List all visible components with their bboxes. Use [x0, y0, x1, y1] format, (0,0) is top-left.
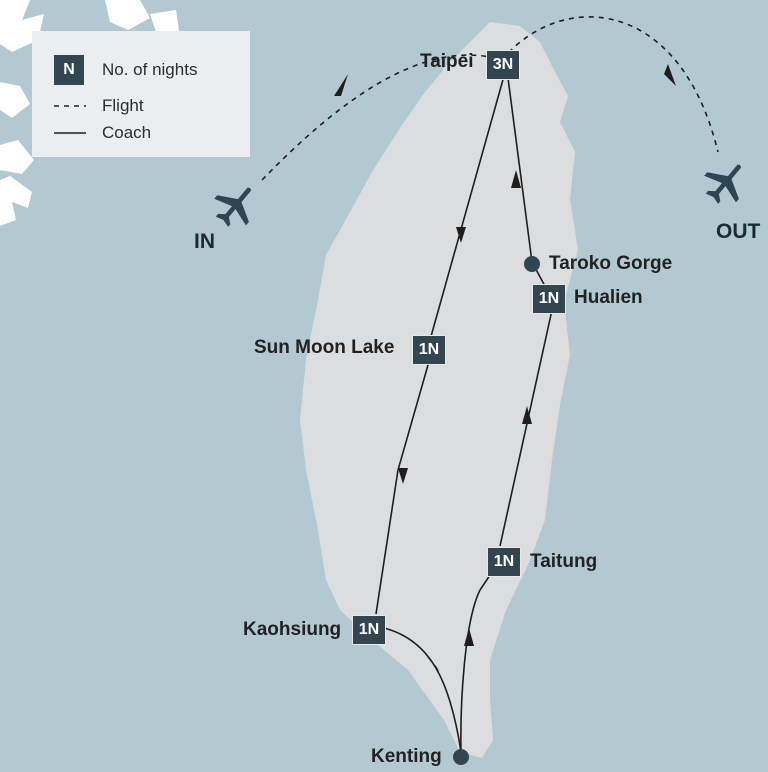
nights-badge-taitung: 1N: [487, 547, 521, 577]
coach-taipei-sunmoonlake: [429, 75, 505, 341]
stop-name-sun-moon-lake: Sun Moon Lake: [254, 337, 395, 358]
dashed-line-icon: [54, 105, 86, 107]
coach-taitung-hualien: [499, 309, 553, 547]
nights-badge-taipei: 3N: [486, 50, 520, 80]
stop-name-taitung: Taitung: [530, 551, 598, 572]
legend-nights-row: N No. of nights: [54, 55, 197, 85]
coach-kaohsiung-kenting: [383, 627, 462, 753]
nights-badge-hualien: 1N: [532, 284, 566, 314]
legend-flight-label: Flight: [102, 96, 144, 115]
route-arrows: [398, 170, 532, 672]
stop-name-kaohsiung: Kaohsiung: [243, 619, 342, 640]
legend-badge-icon: N: [54, 55, 84, 85]
kenting-stop-dot: [453, 749, 469, 765]
legend-coach-label: Coach: [102, 123, 152, 142]
outbound-flight-arrow: [664, 64, 676, 86]
stop-name-taipei: Taipei: [420, 51, 474, 72]
solid-line-icon: [54, 132, 86, 134]
nights-badge-kaohsiung: 1N: [352, 615, 386, 645]
taroko-gorge-stop-dot: [524, 256, 540, 272]
nights-badge-sun-moon-lake: 1N: [412, 335, 446, 365]
stop-name-taroko-gorge: Taroko Gorge: [549, 253, 673, 274]
legend: N No. of nights Flight Coach: [32, 31, 250, 157]
outbound-flight-path: [501, 16, 719, 153]
coach-kenting-taitung: [460, 565, 497, 753]
legend-flight-row: Flight: [54, 96, 144, 116]
out-label: OUT: [716, 220, 761, 243]
coach-taroko-taipei: [507, 77, 533, 263]
in-label: IN: [194, 230, 215, 253]
flight-routes: [261, 16, 719, 181]
legend-nights-label: No. of nights: [102, 60, 198, 79]
coach-sunmoonlake-kaohsiung: [375, 357, 431, 615]
inbound-flight-arrow: [334, 74, 348, 96]
stop-name-kenting: Kenting: [371, 746, 442, 767]
stop-name-hualien: Hualien: [574, 287, 643, 308]
legend-coach-row: Coach: [54, 123, 151, 143]
